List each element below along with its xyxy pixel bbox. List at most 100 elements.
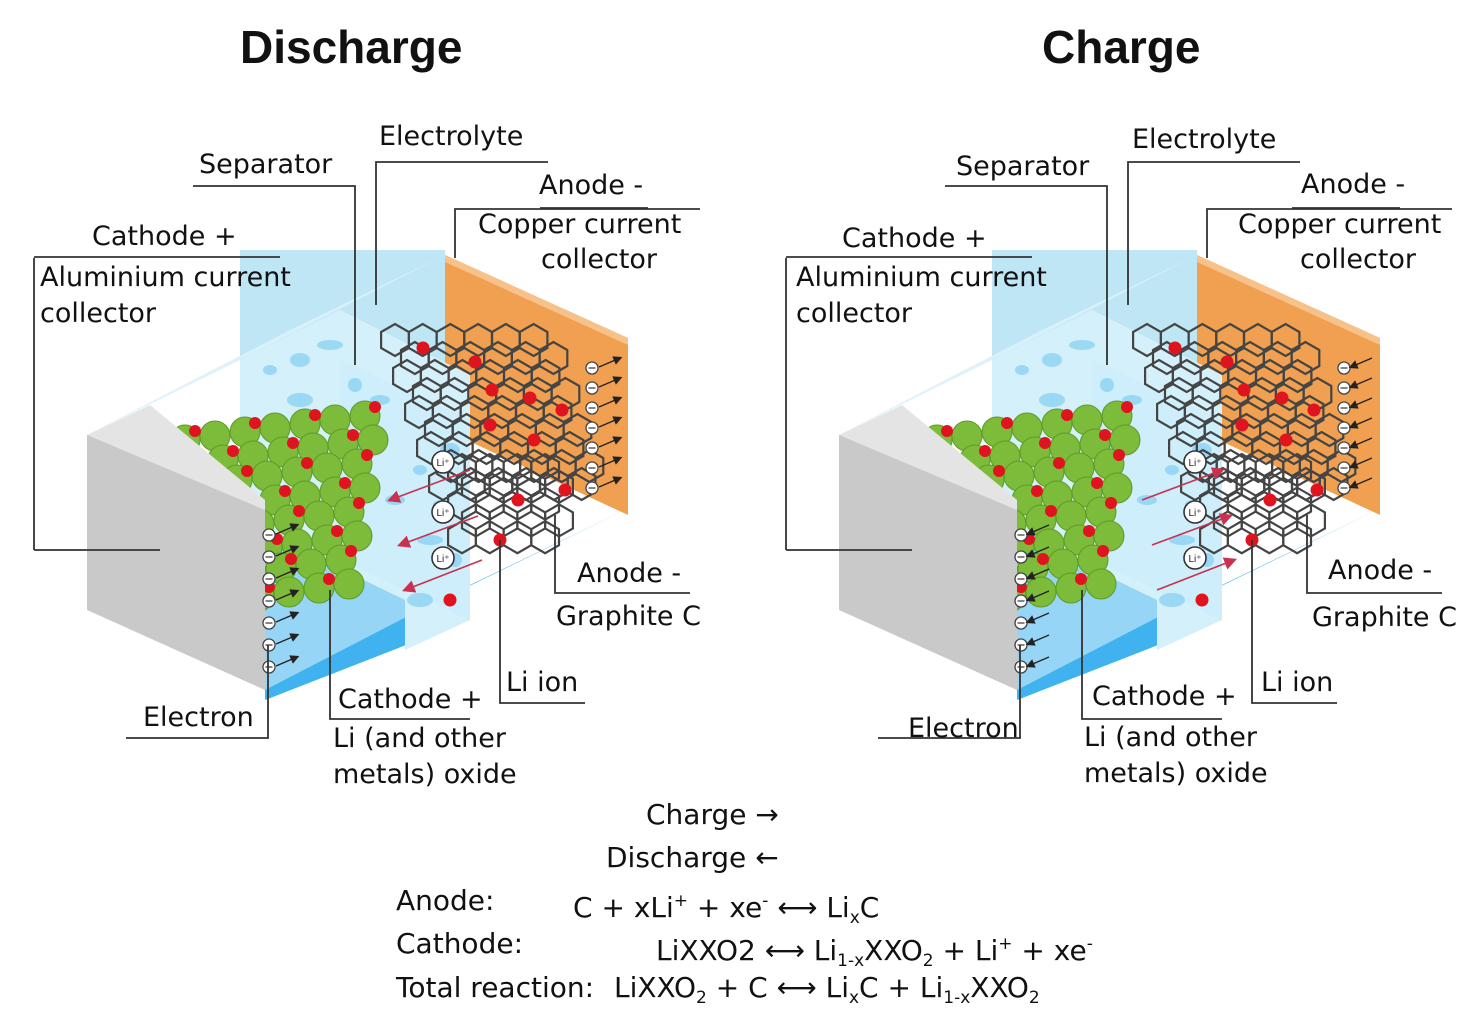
electron-flow-arrow [1025,568,1050,580]
li-ion-badge [1183,500,1207,524]
separator-pore [385,495,405,505]
li-ion [1053,457,1065,469]
separator-pore [417,535,443,545]
right-oxide-label-2: metals) oxide [1084,758,1268,789]
electron-flow-arrow [1025,590,1050,602]
eq-total-lhs: LiXXO [614,971,696,1004]
right-graphite-label: Graphite C [1312,602,1457,633]
right-aluminium-label-2: collector [796,298,913,329]
eq-total-sub-x: x [848,988,860,1008]
li-ion [301,457,313,469]
eq-cathode-li: Li [813,934,838,967]
eq-cathode-sub-2: 2 [922,951,934,971]
cathode-particle [273,576,305,608]
leader-line [1081,590,1222,720]
li-ion [483,418,497,432]
eq-cathode-label: Cathode: [396,927,523,960]
li-ion [279,485,291,497]
right-electrolyte-label: Electrolyte [1132,124,1277,155]
li-ion [511,493,525,507]
graphite-hexagon-lower [530,519,561,555]
li-ion [979,445,991,457]
li-ion-badge-label: Li⁺ [436,458,449,469]
li-ion [1220,355,1234,369]
cathode-particle [1025,576,1057,608]
graphite-hexagon [1282,358,1313,394]
li-ion-badge [431,500,455,524]
li-ion [993,465,1005,477]
leader-line [1306,515,1442,594]
li-ion [241,465,253,477]
electron-flow-arrow [1025,612,1050,624]
electron-flow-arrow [1348,457,1373,469]
li-ion [1061,409,1073,421]
eq-total-arrow: ⟷ [776,971,817,1004]
li-ion [1121,401,1133,413]
graphite-hexagon [518,322,549,358]
left-separator-label: Separator [199,149,333,180]
eq-total-plus-li: + Li [878,971,944,1004]
electron-flow-arrow [598,356,623,368]
separator-pore [1159,593,1185,607]
li-ion [323,573,335,585]
leader-line [1251,540,1337,704]
graphite-hexagon-lower [1282,519,1313,555]
left-cathode-bottom-label: Cathode + [338,684,483,715]
electron-flow-arrow [1025,546,1050,558]
li-ion [347,429,359,441]
electron-flow-arrow [1348,377,1373,389]
separator-pore [1169,535,1195,545]
left-oxide-label-1: Li (and other [333,723,506,754]
li-ion [353,497,365,509]
li-ion [1097,545,1109,557]
li-ion [339,477,351,489]
li-ion-badge [431,546,455,570]
discharge-title: Discharge [240,21,463,73]
right-oxide-label-1: Li (and other [1084,722,1257,753]
right-anode-top-label: Anode - [1301,169,1406,200]
left-copper-label-2: collector [541,244,658,275]
right-electron-label: Electron [908,713,1019,744]
electron-flow-arrow [1025,634,1050,646]
electron-flow-arrow [275,633,300,645]
electron-flow-arrow [1348,397,1373,409]
li-ion [369,401,381,413]
left-aluminium-label-1: Aluminium current [40,262,291,293]
separator-pore [1039,393,1065,407]
li-ion [1091,477,1103,489]
electron-flow-arrow [1025,656,1050,668]
left-electron-label: Electron [143,702,254,733]
ion-flow-arrow [397,515,479,548]
li-ion [1275,391,1289,405]
aluminium-top-edge [839,405,1017,510]
separator-pore [413,465,427,475]
separator-pore [1069,340,1095,350]
electron-flow-arrow [1025,524,1050,536]
leader-line [1206,208,1452,258]
eq-total-xxo: XXO [970,971,1029,1004]
li-ion-badge-label: Li⁺ [1188,508,1201,519]
eq-anode-mid: + xe [688,891,763,924]
li-ion [941,425,953,437]
li-ion-badge [1183,450,1207,474]
left-oxide-label-2: metals) oxide [333,759,517,790]
cathode-particle [333,568,365,600]
li-ion [416,341,430,355]
separator-pore [1100,378,1114,392]
li-ion [1037,553,1049,565]
eq-total-c: C [859,971,879,1004]
separator-pore [1042,353,1062,367]
right-copper-label-2: collector [1300,244,1417,275]
separator-pore [287,393,313,407]
leader-lines [33,161,700,739]
li-ion-badge [431,450,455,474]
li-ion [1237,383,1251,397]
li-ion [468,355,482,369]
eq-anode-li: Li [826,891,850,924]
li-ion [1083,525,1095,537]
eq-cathode-lhs: LiXXO2 [656,934,756,967]
eq-total-sub-2b: 2 [1028,988,1040,1008]
eq-total-li: Li [825,971,849,1004]
left-cathode-top-label: Cathode + [92,221,237,252]
li-ion [1168,341,1182,355]
